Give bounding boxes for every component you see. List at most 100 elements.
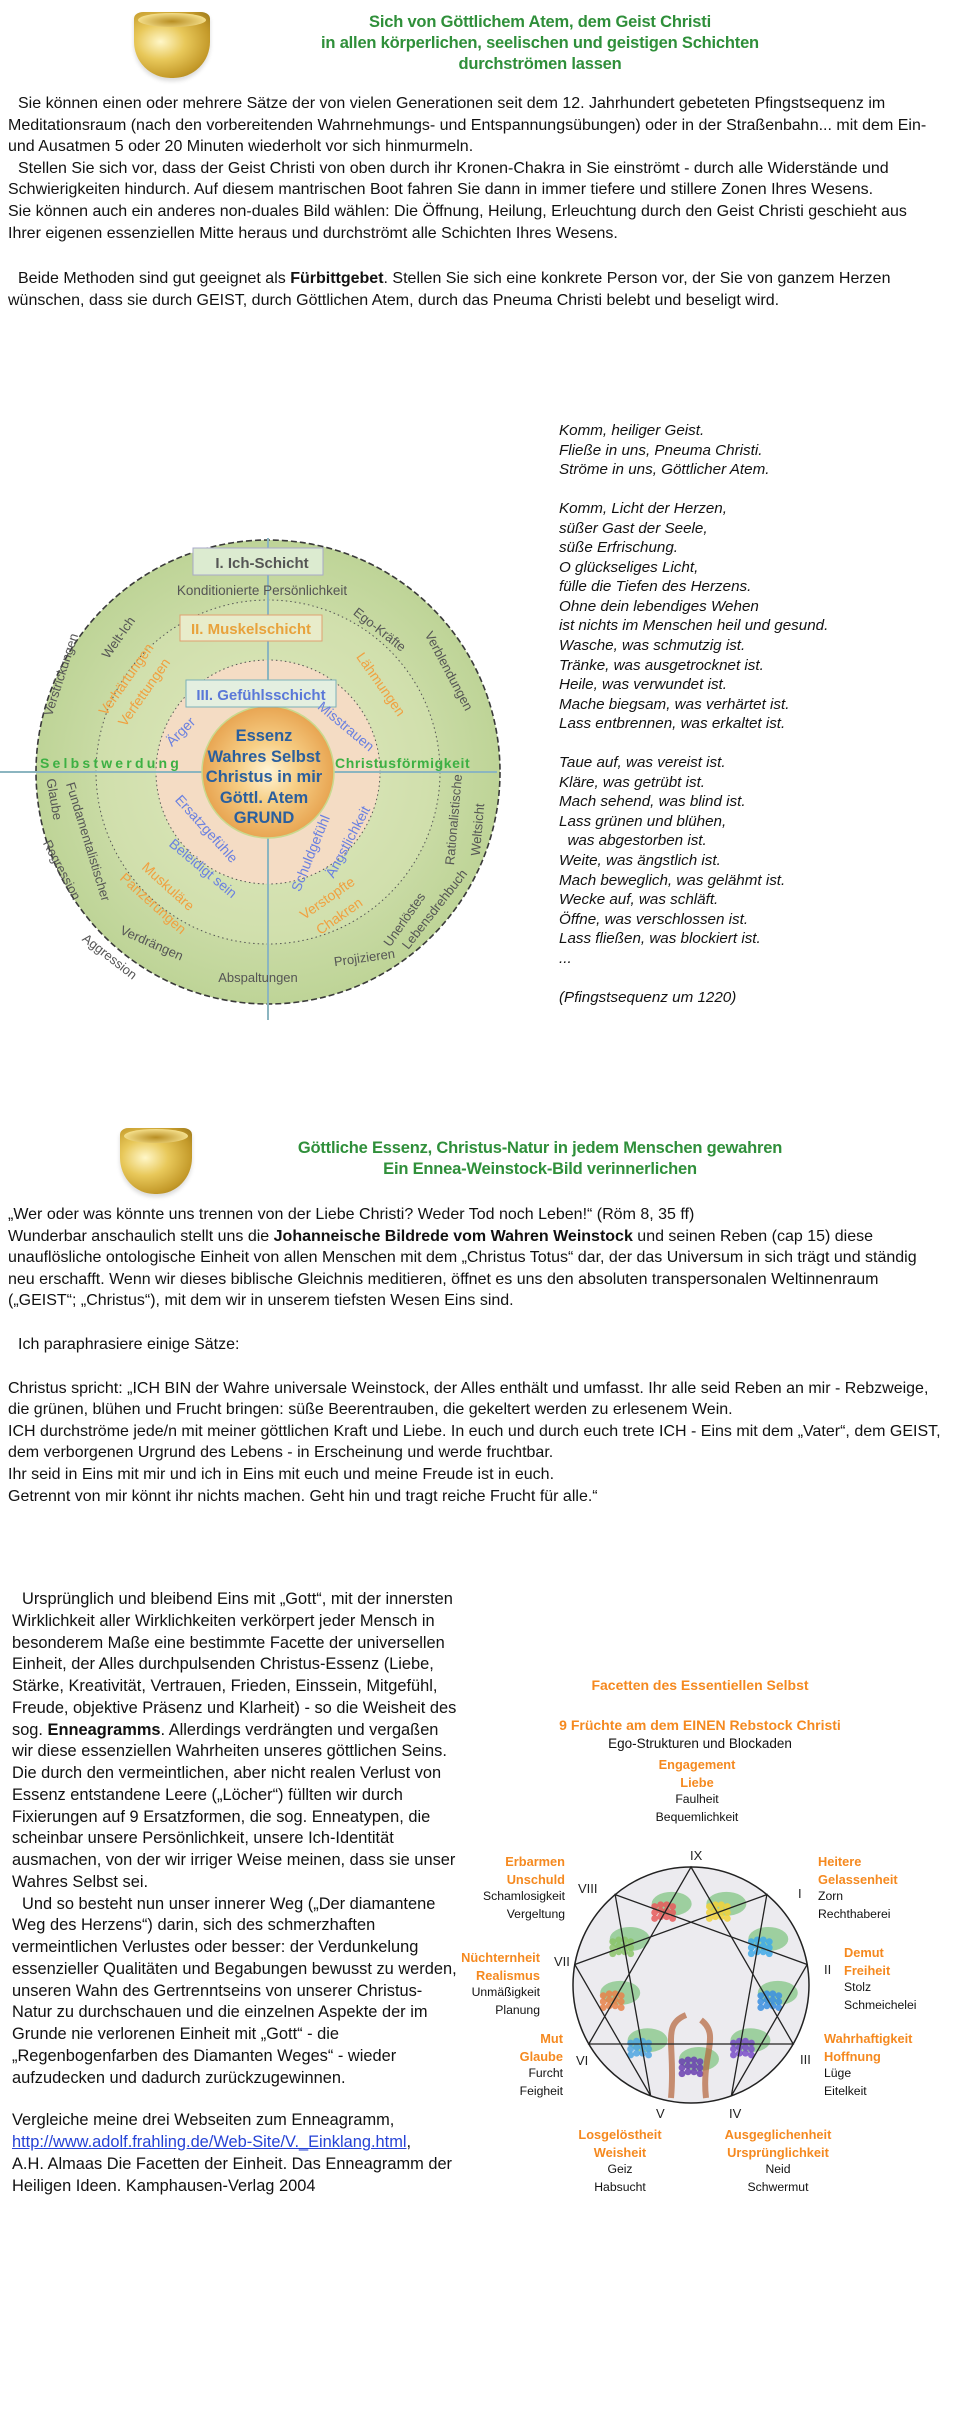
title-line: Göttliche Essenz, Christus-Natur in jede…	[297, 1139, 783, 1157]
vine-trunk	[668, 2012, 713, 2099]
poem-line: Weite, was ängstlich ist.	[559, 852, 721, 870]
enneagram-point-numeral: IX	[690, 1848, 703, 1863]
text: . Stellen Sie sich eine konkrete Person …	[8, 270, 891, 309]
grape	[684, 2056, 692, 2064]
grape	[757, 1992, 765, 1999]
virtue-label: Hoffnung	[824, 2048, 881, 2064]
grape	[775, 1992, 783, 1999]
poem-line: Ohne dein lebendiges Wehen	[559, 597, 759, 615]
grape	[615, 1936, 623, 1944]
grape	[690, 2062, 698, 2070]
enneagram-point-numeral: V	[656, 2106, 665, 2121]
grape	[748, 2051, 755, 2059]
christ-quote: Getrennt von mir könnt ihr nichts machen…	[8, 1487, 598, 1505]
grape	[757, 1998, 765, 2005]
grape	[599, 1998, 607, 2005]
layer1-box	[192, 547, 324, 576]
vice-label: Planung	[495, 2002, 540, 2017]
grape	[609, 1938, 617, 1946]
poem-line: Lass entbrennen, was erkaltet ist.	[559, 715, 786, 733]
enneagram-point-numeral: VII	[554, 1954, 570, 1969]
poem-line: Lass fließen, was blockiert ist.	[559, 930, 761, 948]
vice-label: Schmeichelei	[844, 1997, 917, 2012]
poem-line: Lass grünen und blühen,	[559, 812, 727, 830]
grape	[690, 2068, 698, 2076]
grape	[742, 2043, 749, 2051]
grape	[711, 1913, 719, 1921]
core-label: GRUND	[234, 809, 295, 827]
grape	[657, 1913, 665, 1921]
grape	[633, 2043, 640, 2051]
outer-label: Glaube	[43, 777, 65, 821]
grape	[615, 1948, 623, 1956]
grape	[769, 2002, 777, 2010]
grape	[730, 2039, 737, 2047]
enneagram-subheading: 9 Früchte am dem EINEN Rebstock Christi	[559, 1717, 841, 1733]
core-label: Wahres Selbst	[207, 748, 321, 766]
paragraph: Ich paraphrasiere einige Sätze:	[18, 1335, 240, 1353]
grape	[763, 2002, 771, 2010]
vice-label: Vergeltung	[506, 1906, 565, 1921]
virtue-label: Erbarmen	[505, 1854, 565, 1869]
christ-quote: Ihr seid in Eins mit mir und ich in Eins…	[8, 1465, 555, 1483]
vice-label: Faulheit	[675, 1792, 719, 1807]
grape	[678, 2064, 686, 2072]
grape	[657, 1901, 665, 1909]
vice-label: Rechthaberei	[818, 1906, 891, 1921]
grape	[633, 2049, 640, 2057]
link-line: http://www.adolf.frahling.de/Web-Site/V.…	[12, 2132, 458, 2154]
virtue-label: Liebe	[680, 1774, 714, 1790]
virtue-label: Unschuld	[506, 1871, 565, 1887]
intercession-paragraph: Beide Methoden sind gut geeignet als Für…	[8, 268, 943, 311]
grape	[723, 1909, 731, 1916]
enneagram-point-numeral: VIII	[578, 1881, 598, 1896]
poem-line: Kläre, was getrübt ist.	[559, 773, 706, 791]
grape	[723, 1915, 731, 1922]
layer2-box	[179, 614, 323, 642]
grape	[748, 2045, 755, 2053]
grape	[678, 2058, 686, 2066]
grape	[617, 1998, 625, 2005]
enneagram-point-numeral: VI	[576, 2053, 589, 2068]
poem-line: Taue auf, was vereist ist.	[559, 754, 726, 772]
text: und seinen Reben (cap 15) diese unauflös…	[8, 1227, 917, 1310]
grape	[627, 2045, 634, 2053]
layer2-label: II. Muskelschicht	[191, 621, 311, 638]
grape	[696, 2058, 704, 2066]
enneagram-heading: Facetten des Essentiellen Selbst	[591, 1677, 809, 1693]
vice-label: Lüge	[824, 2066, 852, 2081]
paragraph: Stellen Sie sich vor, dass der Geist Chr…	[8, 159, 889, 199]
bold-term: Johanneische Bildrede vom Wahren Weinsto…	[273, 1227, 633, 1245]
grape	[611, 2002, 619, 2010]
christ-quote: Christus spricht: „ICH BIN der Wahre uni…	[8, 1379, 929, 1419]
virtue-label: Weisheit	[593, 2144, 647, 2160]
section1-title: Sich von Göttlichem Atem, dem Geist Chri…	[250, 12, 830, 75]
outer-label: Abspaltungen	[218, 970, 298, 985]
enneagram-point-numeral: IV	[729, 2106, 742, 2121]
virtue-label: Freiheit	[844, 1962, 891, 1978]
poem-line	[559, 734, 828, 754]
vice-label: Eitelkeit	[824, 2083, 867, 2098]
website-link[interactable]: http://www.adolf.frahling.de/Web-Site/V.…	[12, 2133, 407, 2151]
poem-line: fülle die Tiefen des Herzens.	[559, 578, 752, 596]
text: Wunderbar anschaulich stellt uns die	[8, 1227, 274, 1245]
grape	[769, 1990, 777, 1998]
layer-diagram: Selbstwerdung Christusförmigkeit Essenz …	[0, 538, 501, 1020]
poem-line: süße Erfrischung.	[559, 539, 679, 557]
virtue-label: Nüchternheit	[461, 1950, 540, 1965]
title-line: in allen körperlichen, seelischen und ge…	[321, 34, 759, 52]
poem-line: Komm, heiliger Geist.	[559, 422, 705, 439]
grape	[605, 1990, 613, 1998]
grape	[717, 1901, 725, 1909]
enneagram-figure: Facetten des Essentiellen Selbst 9 Früch…	[440, 1660, 955, 2220]
section1-body: Sie können einen oder mehrere Sätze der …	[8, 93, 943, 311]
virtue-label: Wahrhaftigkeit	[824, 2031, 913, 2046]
vice-label: Schwermut	[747, 2179, 809, 2194]
enneagram-drawing	[572, 1865, 810, 2104]
enneagram-point-numeral: III	[800, 2052, 811, 2067]
